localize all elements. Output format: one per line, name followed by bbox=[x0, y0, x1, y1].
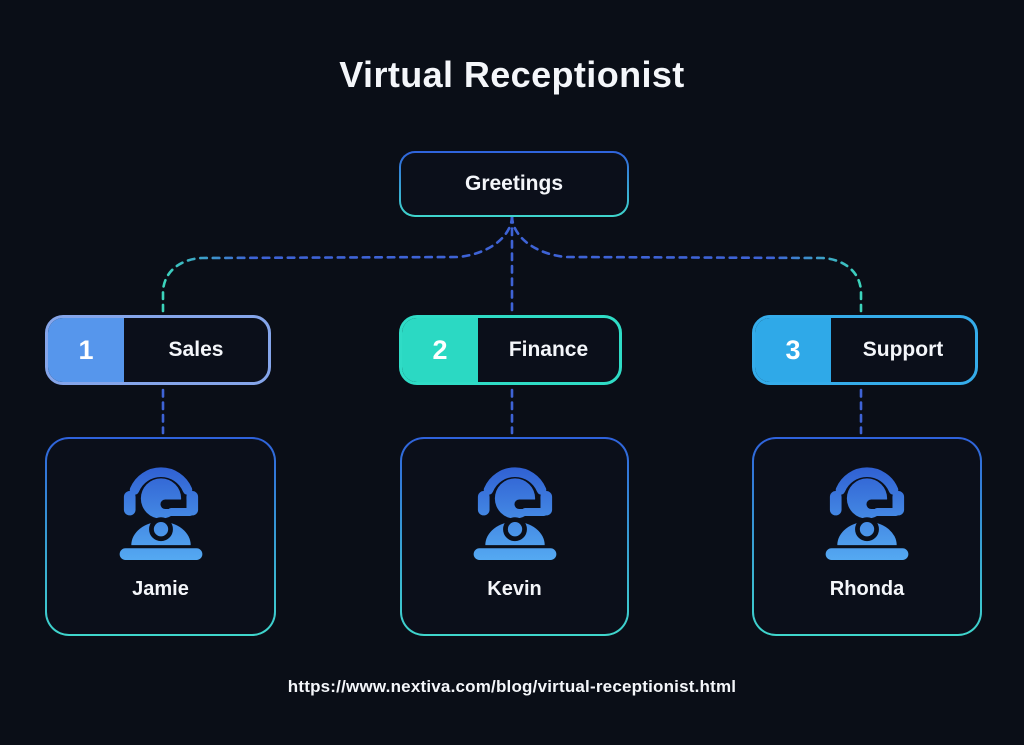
branch-node-finance: 2 Finance bbox=[399, 315, 622, 385]
branch-number-badge: 2 bbox=[402, 318, 478, 382]
branch-number: 2 bbox=[432, 334, 448, 365]
connector-root-to-support bbox=[510, 214, 863, 313]
root-node-label: Greetings bbox=[464, 172, 564, 195]
branch-node-sales: 1 Sales bbox=[45, 315, 271, 385]
branch-number-badge: 3 bbox=[755, 318, 831, 382]
agent-headset-icon bbox=[119, 467, 202, 560]
agent-card-rhonda: Rhonda bbox=[752, 437, 982, 636]
branch-label: Sales bbox=[168, 338, 224, 361]
branch-number: 3 bbox=[785, 334, 801, 365]
agent-name: Kevin bbox=[487, 578, 542, 600]
agent-name: Jamie bbox=[132, 578, 189, 600]
connector-root-to-sales bbox=[161, 214, 514, 313]
branch-label: Finance bbox=[508, 338, 589, 361]
page-title: Virtual Receptionist bbox=[339, 54, 685, 95]
branch-label: Support bbox=[862, 338, 944, 361]
agent-headset-icon bbox=[473, 467, 556, 560]
branch-number: 1 bbox=[78, 334, 94, 365]
branch-number-badge: 1 bbox=[48, 318, 124, 382]
agent-card-kevin: Kevin bbox=[400, 437, 629, 636]
source-url: https://www.nextiva.com/blog/virtual-rec… bbox=[287, 677, 737, 696]
agent-card-jamie: Jamie bbox=[45, 437, 276, 636]
branch-node-support: 3 Support bbox=[752, 315, 978, 385]
agent-name: Rhonda bbox=[829, 578, 905, 600]
root-node-greetings: Greetings bbox=[399, 151, 629, 217]
agent-headset-icon bbox=[825, 467, 909, 560]
